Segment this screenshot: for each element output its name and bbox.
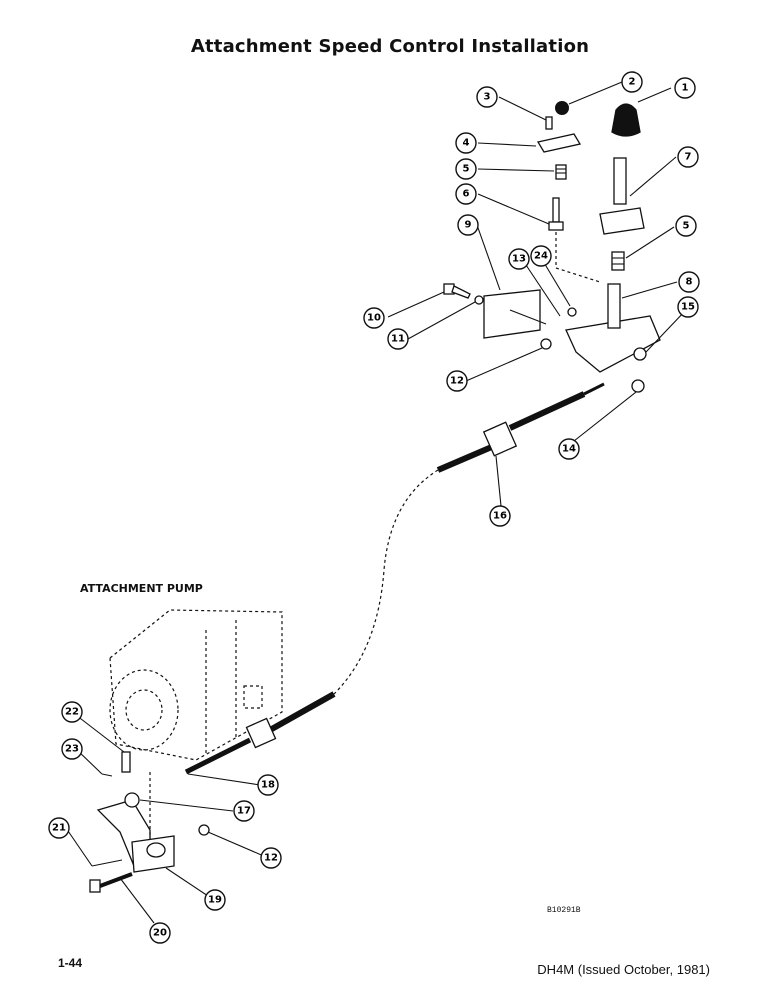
washer bbox=[474, 295, 484, 305]
callout-9: 9 bbox=[457, 214, 479, 236]
issue-line: DH4M (Issued October, 1981) bbox=[537, 962, 710, 977]
callout-7: 7 bbox=[677, 146, 699, 168]
spring-right bbox=[611, 251, 625, 271]
ball bbox=[555, 101, 569, 115]
callout-label: 18 bbox=[261, 780, 275, 791]
callout-18: 18 bbox=[257, 774, 279, 796]
pin-21 bbox=[91, 859, 123, 867]
control-arm bbox=[96, 799, 175, 873]
callout-24: 24 bbox=[530, 245, 552, 267]
callout-label: 22 bbox=[65, 707, 79, 718]
callout-label: 5 bbox=[683, 221, 690, 232]
callout-label: 5 bbox=[463, 164, 470, 175]
callout-14: 14 bbox=[558, 438, 580, 460]
callout-23: 23 bbox=[61, 738, 83, 760]
callout-label: 24 bbox=[534, 251, 548, 262]
callout-label: 4 bbox=[463, 138, 470, 149]
cable-dashed-run bbox=[333, 469, 439, 695]
clevis-17 bbox=[124, 792, 140, 808]
nut-upper bbox=[540, 338, 552, 350]
callout-label: 12 bbox=[450, 376, 464, 387]
callout-label: 21 bbox=[52, 823, 66, 834]
pin-22 bbox=[121, 751, 131, 773]
callout-3: 3 bbox=[476, 86, 498, 108]
callout-label: 6 bbox=[463, 189, 470, 200]
control-knob bbox=[611, 103, 641, 137]
callout-15: 15 bbox=[677, 296, 699, 318]
leader-lines bbox=[65, 81, 687, 924]
callout-label: 8 bbox=[686, 277, 693, 288]
callout-label: 19 bbox=[208, 895, 222, 906]
callout-10: 10 bbox=[363, 307, 385, 329]
page-title: Attachment Speed Control Installation bbox=[190, 36, 590, 57]
callout-11: 11 bbox=[387, 328, 409, 350]
page-number: 1-44 bbox=[58, 956, 83, 970]
callout-8: 8 bbox=[678, 271, 700, 293]
callout-label: 15 bbox=[681, 302, 695, 313]
callout-label: 23 bbox=[65, 744, 79, 755]
callout-12: 12 bbox=[260, 847, 282, 869]
washer-14 bbox=[631, 379, 645, 393]
callout-label: 16 bbox=[493, 511, 507, 522]
callout-5: 5 bbox=[455, 158, 477, 180]
callout-label: 13 bbox=[512, 254, 526, 265]
clevis-15 bbox=[633, 347, 647, 361]
callout-12: 12 bbox=[446, 370, 468, 392]
callout-group: 1234567589241315101112141622231817122119… bbox=[48, 71, 700, 944]
nut-12-lower bbox=[198, 824, 210, 836]
callout-20: 20 bbox=[149, 922, 171, 944]
callout-label: 2 bbox=[629, 77, 636, 88]
callout-17: 17 bbox=[233, 800, 255, 822]
lever-base bbox=[565, 283, 661, 373]
callout-label: 1 bbox=[682, 83, 689, 94]
callout-1: 1 bbox=[674, 77, 696, 99]
control-cable bbox=[436, 382, 605, 473]
cable-lower bbox=[184, 691, 336, 775]
bracket-rod bbox=[509, 309, 547, 325]
plate bbox=[536, 133, 582, 153]
attachment-pump-label: ATTACHMENT PUMP bbox=[80, 582, 203, 595]
callout-16: 16 bbox=[489, 505, 511, 527]
callout-6: 6 bbox=[455, 183, 477, 205]
attachment-pump-outline bbox=[109, 609, 283, 761]
callout-19: 19 bbox=[204, 889, 226, 911]
pivot-pin bbox=[548, 197, 564, 268]
drawing-number: B10291B bbox=[547, 906, 581, 915]
nut-24 bbox=[567, 307, 577, 317]
callout-4: 4 bbox=[455, 132, 477, 154]
callout-5: 5 bbox=[675, 215, 697, 237]
callout-13: 13 bbox=[508, 248, 530, 270]
callout-22: 22 bbox=[61, 701, 83, 723]
callout-21: 21 bbox=[48, 817, 70, 839]
spring-upper bbox=[555, 164, 567, 180]
callout-label: 9 bbox=[465, 220, 472, 231]
callout-label: 11 bbox=[391, 334, 405, 345]
callout-label: 3 bbox=[484, 92, 491, 103]
control-lever bbox=[599, 157, 645, 235]
callout-label: 7 bbox=[685, 152, 692, 163]
callout-label: 10 bbox=[367, 313, 381, 324]
callout-label: 12 bbox=[264, 853, 278, 864]
cotter-23 bbox=[101, 773, 113, 777]
bolt-20 bbox=[89, 872, 133, 893]
screw bbox=[545, 116, 553, 130]
mounting-bracket bbox=[483, 289, 541, 339]
callout-label: 20 bbox=[153, 928, 167, 939]
bolt bbox=[443, 283, 471, 299]
callout-label: 14 bbox=[562, 444, 576, 455]
callout-2: 2 bbox=[621, 71, 643, 93]
callout-label: 17 bbox=[237, 806, 251, 817]
